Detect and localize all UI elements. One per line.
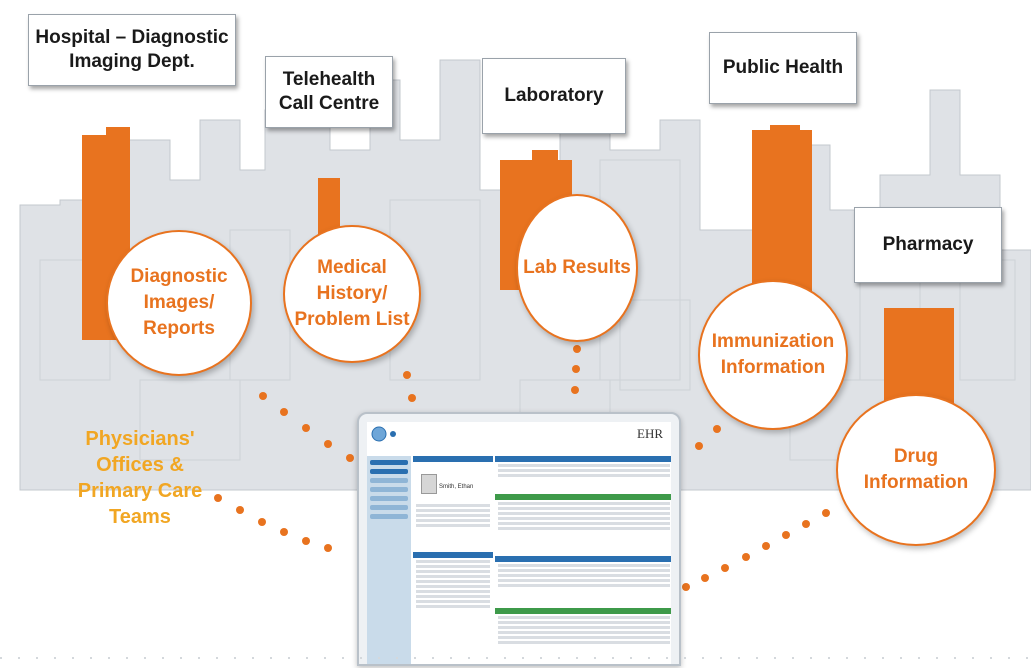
medical-history-bubble: Medical History/ Problem List <box>283 225 421 363</box>
lab-results-bubble: Lab Results <box>516 194 638 342</box>
hospital-tower-top <box>106 127 130 137</box>
ehr-logo: EHR <box>637 426 663 441</box>
laboratory-tower-top <box>532 150 558 162</box>
ehr-alerts-panel <box>413 552 493 662</box>
ehr-header: EHR <box>367 422 671 446</box>
public-health-tower-top <box>770 125 800 133</box>
physicians-label: Physicians' Offices & Primary Care Teams <box>77 428 203 528</box>
public-health-label: Public Health <box>709 32 857 104</box>
avatar <box>421 474 437 494</box>
drug-bubble: Drug Information <box>836 394 996 546</box>
immunization-bubble: Immunization Information <box>698 280 848 430</box>
ehr-results-panel <box>495 494 671 554</box>
patient-name: Smith, Ethan <box>439 484 474 490</box>
diagnostic-bubble: Diagnostic Images/ Reports <box>106 230 252 376</box>
pharmacy-tower <box>884 308 954 408</box>
ehr-documents-panel <box>495 556 671 606</box>
laboratory-label: Laboratory <box>482 58 626 134</box>
ground-dashes <box>0 657 1031 659</box>
public-health-tower <box>752 130 812 300</box>
ehr-info-panel <box>495 456 671 496</box>
ehr-header-icons <box>371 426 396 442</box>
ehr-sidebar <box>367 456 411 664</box>
ehr-monitor: EHR Smith, Ethan <box>357 412 681 666</box>
ehr-immunization-panel <box>495 608 671 664</box>
telehealth-label: Telehealth Call Centre <box>265 56 393 128</box>
ehr-patient-panel <box>413 456 493 556</box>
pharmacy-label: Pharmacy <box>854 207 1002 283</box>
ehr-screen: EHR Smith, Ethan <box>367 422 671 664</box>
hospital-label: Hospital – Diagnostic Imaging Dept. <box>28 14 236 86</box>
